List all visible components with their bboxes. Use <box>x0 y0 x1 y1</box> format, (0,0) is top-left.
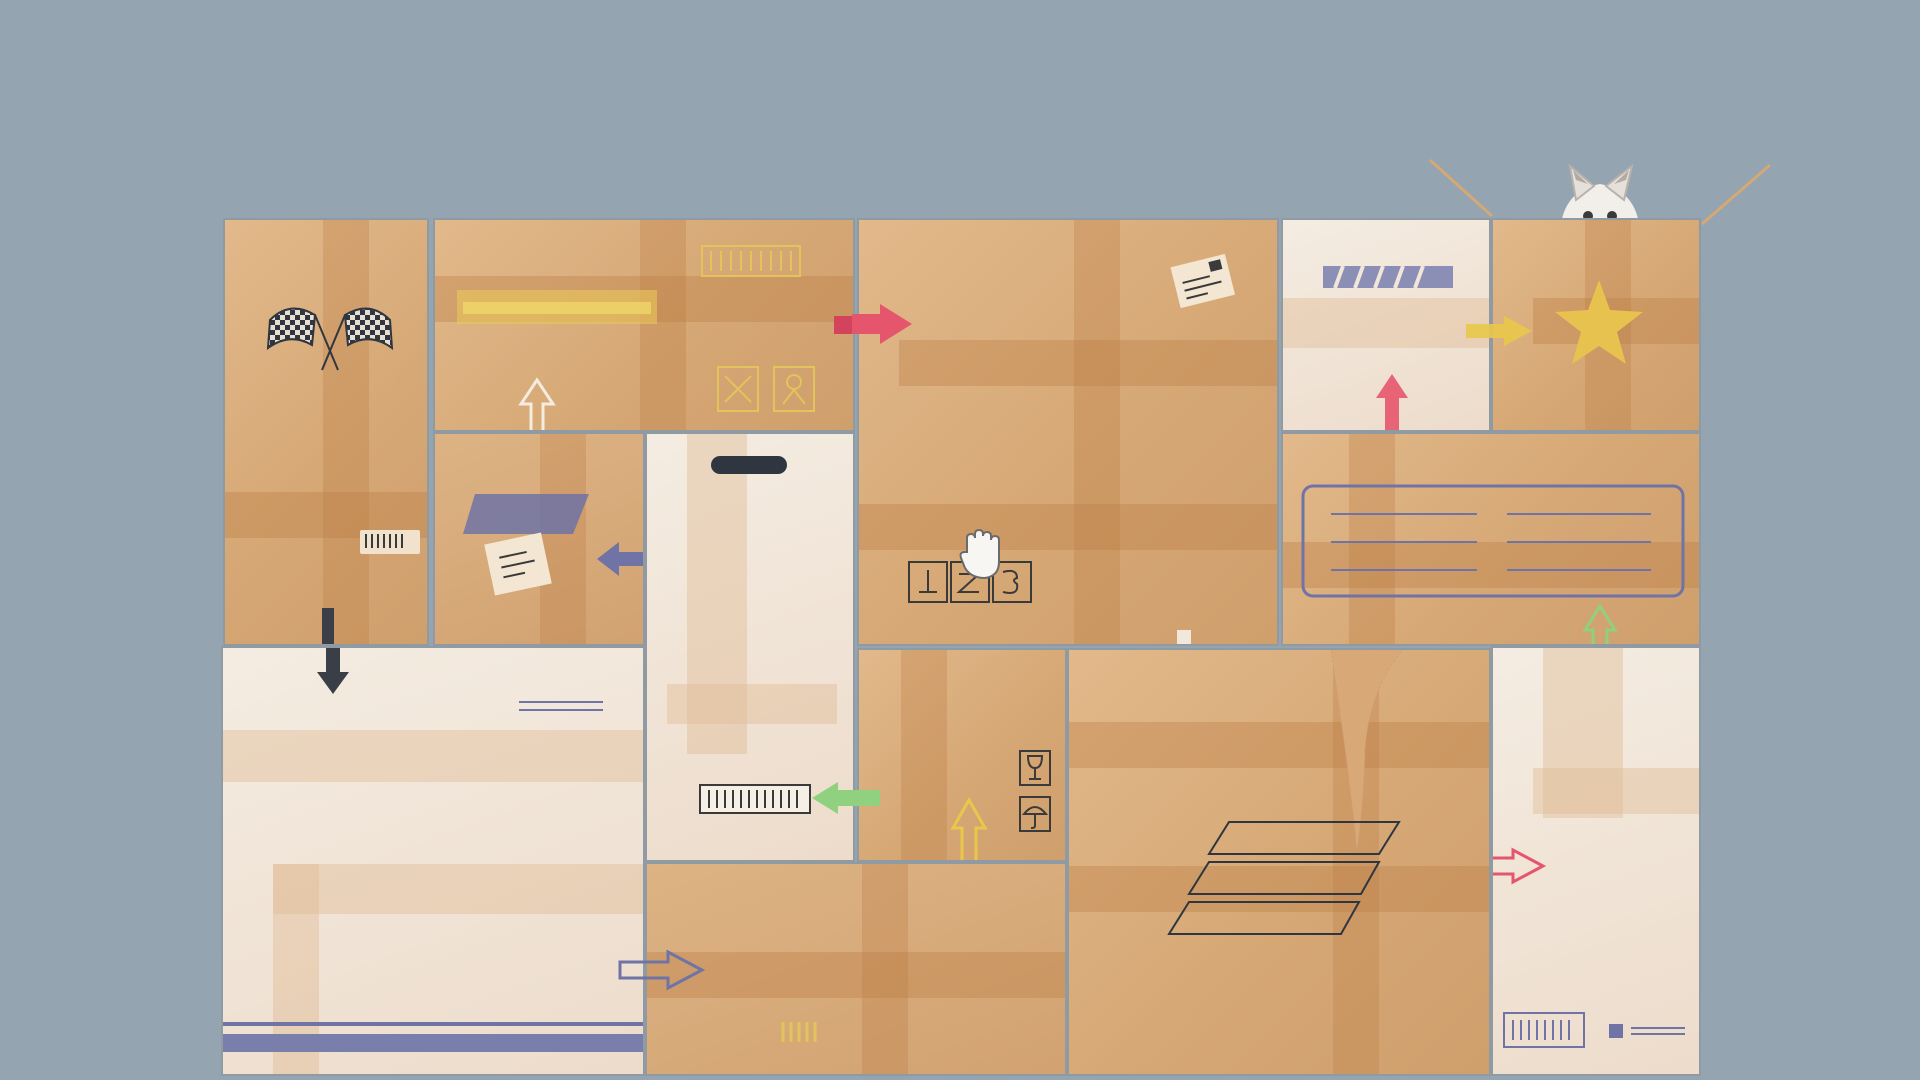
left-arrow-icon <box>597 542 643 576</box>
blue-label-box[interactable] <box>433 432 645 646</box>
white-wide-box[interactable] <box>221 646 645 1076</box>
up-arrow-icon <box>1376 374 1408 430</box>
center-big-box[interactable] <box>857 218 1279 646</box>
right-arrow-icon <box>1493 847 1547 885</box>
down-arrow-icon <box>322 608 334 644</box>
keep-dry-icon <box>773 366 815 412</box>
barcode-icon <box>1503 1012 1585 1048</box>
up-arrow-icon <box>1582 603 1618 644</box>
up-arrow-icon <box>518 377 556 430</box>
blue-tag-icon <box>463 494 589 534</box>
down-arrow-icon <box>1177 630 1191 644</box>
left-arrow-icon <box>812 782 880 814</box>
down-arrow-icon <box>317 648 349 694</box>
box-flap-right <box>1701 163 1771 226</box>
checkered-flags-icon <box>266 307 394 371</box>
fragile-box[interactable] <box>857 648 1067 862</box>
handle-slot-icon <box>711 456 787 474</box>
right-arrow-icon <box>618 949 706 991</box>
star-goal-box[interactable] <box>1491 218 1701 432</box>
yellow-barcode-icon <box>781 1022 817 1042</box>
bottom-kraft-box[interactable] <box>645 862 1067 1076</box>
right-arrow-icon <box>1466 316 1532 346</box>
shipping-label-icon <box>1170 253 1236 309</box>
yellow-label-icon <box>457 290 657 324</box>
box-flap-left <box>1428 158 1494 218</box>
text-lines-icon <box>1609 1024 1685 1038</box>
fragile-glass-icon <box>1019 750 1051 786</box>
right-arrow-icon <box>834 304 912 344</box>
top-long-box[interactable] <box>433 218 855 432</box>
stack-box[interactable] <box>1067 648 1491 1076</box>
umbrella-icon <box>1019 796 1051 832</box>
barcode-icon <box>360 530 420 554</box>
paper-note-icon <box>484 532 552 596</box>
fragile-x-icon <box>717 366 759 412</box>
torn-tape-icon <box>1330 650 1404 851</box>
white-top-box[interactable] <box>1281 218 1491 432</box>
hand-cursor-icon <box>959 528 1000 580</box>
flag-box[interactable] <box>223 218 429 646</box>
white-right-box[interactable] <box>1491 646 1701 1076</box>
white-tall-box[interactable] <box>645 432 855 862</box>
star-icon <box>1555 280 1643 364</box>
up-arrow-icon <box>950 796 988 860</box>
stripe-label-icon <box>1323 265 1453 289</box>
barcode-icon <box>699 784 811 814</box>
stripe-band-icon <box>223 1022 643 1052</box>
stacked-lines-icon <box>1167 821 1401 935</box>
text-lines-icon <box>519 701 603 711</box>
address-label-icon <box>1301 484 1685 598</box>
barcode-icon <box>701 245 801 277</box>
address-label-box[interactable] <box>1281 432 1701 646</box>
